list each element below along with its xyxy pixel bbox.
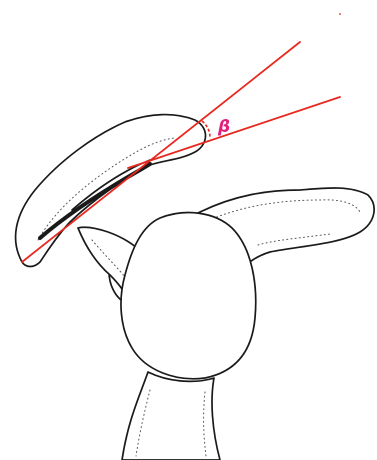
glenoid-fossa bbox=[121, 213, 256, 379]
stray-mark bbox=[339, 13, 341, 15]
angle-label: β bbox=[217, 117, 230, 137]
